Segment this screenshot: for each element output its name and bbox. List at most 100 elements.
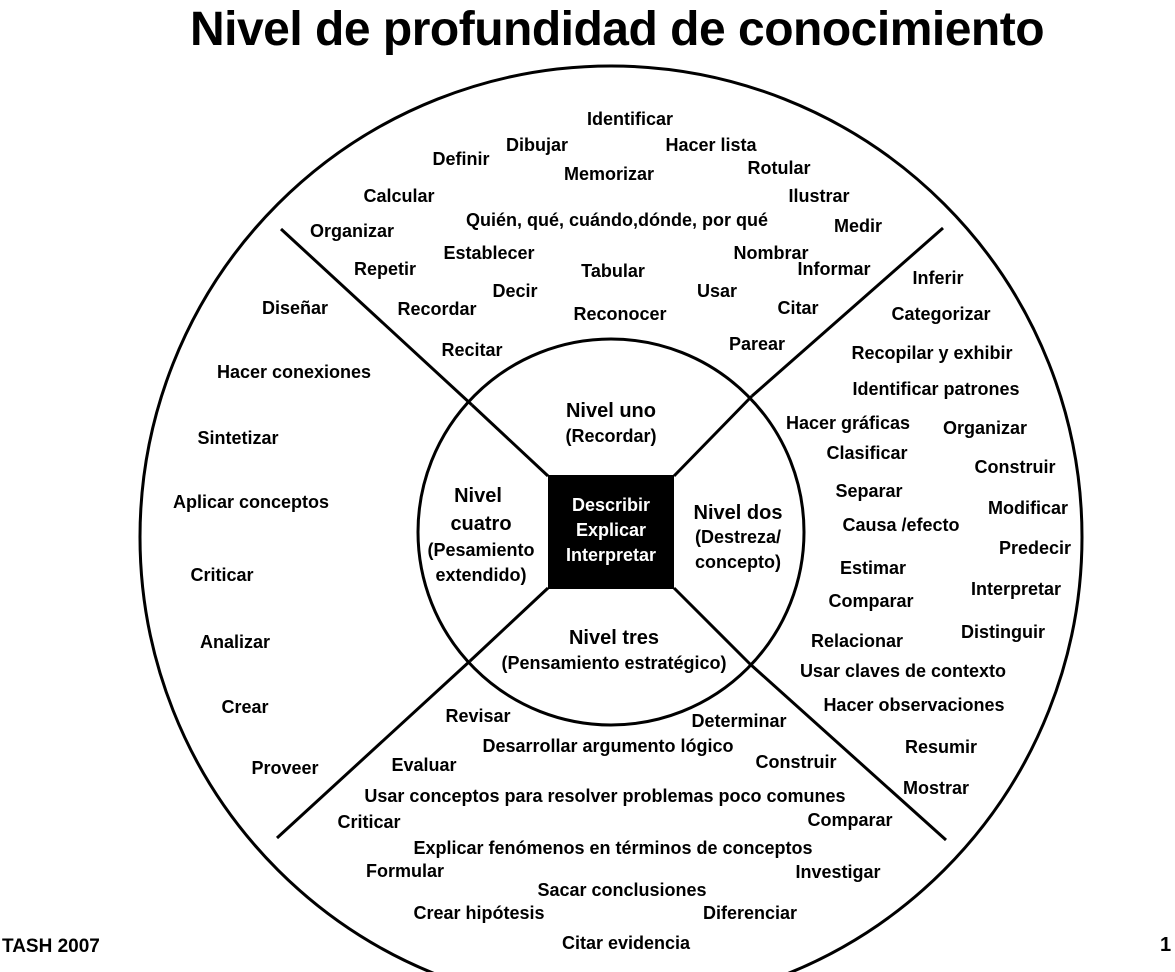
inner-circle xyxy=(416,337,806,727)
divider-top-right xyxy=(751,226,944,398)
verb-dos-word: Modificar xyxy=(988,498,1068,518)
verb-uno-word: Rotular xyxy=(748,158,811,178)
verb-tres-word: Comparar xyxy=(807,810,892,830)
verb-dos-word: Resumir xyxy=(905,737,977,757)
verb-tres-word: Explicar fenómenos en términos de concep… xyxy=(413,838,812,858)
verb-tres-word: Desarrollar argumento lógico xyxy=(482,736,733,756)
verb-uno-word: Medir xyxy=(834,216,882,236)
verb-tres-word: Revisar xyxy=(445,706,510,726)
outer-circle xyxy=(138,64,1084,972)
divider-bottom-right xyxy=(748,662,948,842)
center-box xyxy=(548,475,674,589)
level-uno-label: (Recordar) xyxy=(565,426,656,446)
verb-cuatro-word: Proveer xyxy=(251,758,318,778)
verb-dos-word: Categorizar xyxy=(891,304,990,324)
verb-uno-word: Reconocer xyxy=(573,304,666,324)
verb-dos-word: Hacer observaciones xyxy=(823,695,1004,715)
level-dos-label: concepto) xyxy=(695,552,781,572)
verb-uno-word: Memorizar xyxy=(564,164,654,184)
spoke-top-left xyxy=(470,403,550,478)
verb-dos-word: Separar xyxy=(835,481,902,501)
verb-dos-word: Comparar xyxy=(828,591,913,611)
verb-uno-word: Repetir xyxy=(354,259,416,279)
verb-tres-word: Construir xyxy=(756,752,837,772)
verb-dos-word: Construir xyxy=(975,457,1056,477)
verb-dos-word: Clasificar xyxy=(826,443,907,463)
spoke-top-right xyxy=(672,394,754,478)
verb-tres-word: Investigar xyxy=(795,862,880,882)
level-dos-label: (Destreza/ xyxy=(695,527,781,547)
verb-uno-word: Dibujar xyxy=(506,135,568,155)
divider-bottom-left xyxy=(275,659,472,840)
verb-uno-word: Organizar xyxy=(310,221,394,241)
verb-tres-word: Usar conceptos para resolver problemas p… xyxy=(364,786,845,806)
verb-uno-word: Calcular xyxy=(363,186,434,206)
verb-tres-word: Sacar conclusiones xyxy=(537,880,706,900)
level-uno-label: Nivel uno xyxy=(566,400,656,422)
verb-uno-word: Ilustrar xyxy=(788,186,849,206)
verb-uno-word: Decir xyxy=(492,281,537,301)
footer-credit: TASH 2007 xyxy=(2,936,100,957)
verb-tres-word: Diferenciar xyxy=(703,903,797,923)
level-labels: Nivel uno (Recordar) Nivel dos (Destreza/co… xyxy=(427,400,782,673)
verb-uno-word: Recitar xyxy=(441,340,502,360)
verb-uno-word: Informar xyxy=(797,259,870,279)
verb-dos-word: Predecir xyxy=(999,538,1071,558)
level-tres-label: (Pensamiento estratégico) xyxy=(501,653,726,673)
verb-dos-word: Estimar xyxy=(840,558,906,578)
wheel-outlines xyxy=(138,64,1084,972)
verb-dos-word: Causa /efecto xyxy=(842,515,959,535)
verb-dos-word: Inferir xyxy=(912,268,963,288)
verb-cuatro-word: Sintetizar xyxy=(197,428,278,448)
level-tres-label: Nivel tres xyxy=(569,627,659,649)
level-cuatro-label: Nivel xyxy=(454,485,502,507)
verb-uno-word: Tabular xyxy=(581,261,645,281)
verb-dos-word: Hacer gráficas xyxy=(786,413,910,433)
verb-uno-word: Quién, qué, cuándo,dónde, por qué xyxy=(466,210,768,230)
verb-uno-word: Usar xyxy=(697,281,737,301)
verb-dos-word: Usar claves de contexto xyxy=(800,661,1006,681)
verb-dos-word: Recopilar y exhibir xyxy=(851,343,1012,363)
verb-tres-word: Determinar xyxy=(691,711,786,731)
page-number: 1 xyxy=(1160,934,1172,956)
verb-uno-word: Parear xyxy=(729,334,785,354)
verb-cuatro-word: Crear xyxy=(221,697,268,717)
verb-tres-word: Crear hipótesis xyxy=(413,903,544,923)
spoke-bottom-right xyxy=(672,586,752,666)
spoke-bottom-left xyxy=(468,586,550,663)
verb-tres-word: Criticar xyxy=(337,812,400,832)
verb-dos-word: Interpretar xyxy=(971,579,1061,599)
center-box-line: Explicar xyxy=(576,520,646,540)
verb-tres-word: Formular xyxy=(366,861,444,881)
level-cuatro-label: (Pesamiento xyxy=(427,540,534,560)
verb-uno-word: Nombrar xyxy=(733,243,808,263)
verb-uno-word: Identificar xyxy=(587,109,673,129)
verb-uno-word: Hacer lista xyxy=(665,135,757,155)
verb-uno-word: Citar xyxy=(777,298,818,318)
verb-cuatro-word: Aplicar conceptos xyxy=(173,492,329,512)
verb-dos-word: Mostrar xyxy=(903,778,969,798)
level-cuatro-label: extendido) xyxy=(435,565,526,585)
verb-dos-word: Relacionar xyxy=(811,631,903,651)
verb-uno-word: Recordar xyxy=(397,299,476,319)
center-box-line: Interpretar xyxy=(566,545,656,565)
page-title: Nivel de profundidad de conocimiento xyxy=(189,3,1045,56)
verb-cuatro-word: Analizar xyxy=(200,632,270,652)
verb-dos-word: Organizar xyxy=(943,418,1027,438)
center-box-line: Describir xyxy=(572,495,650,515)
verb-uno-word: Definir xyxy=(432,149,489,169)
verb-cuatro-word: Criticar xyxy=(190,565,253,585)
verb-uno-word: Establecer xyxy=(443,243,534,263)
level-dos-label: Nivel dos xyxy=(694,502,783,524)
verb-tres-word: Evaluar xyxy=(391,755,456,775)
divider-top-left xyxy=(279,227,474,407)
verb-dos-word: Distinguir xyxy=(961,622,1045,642)
verb-cuatro-word: Hacer conexiones xyxy=(217,362,371,382)
verb-cuatro-word: Diseñar xyxy=(262,298,328,318)
verb-tres-word: Citar evidencia xyxy=(562,933,691,953)
verb-dos-word: Identificar patrones xyxy=(852,379,1019,399)
level-cuatro-label: cuatro xyxy=(450,513,511,535)
